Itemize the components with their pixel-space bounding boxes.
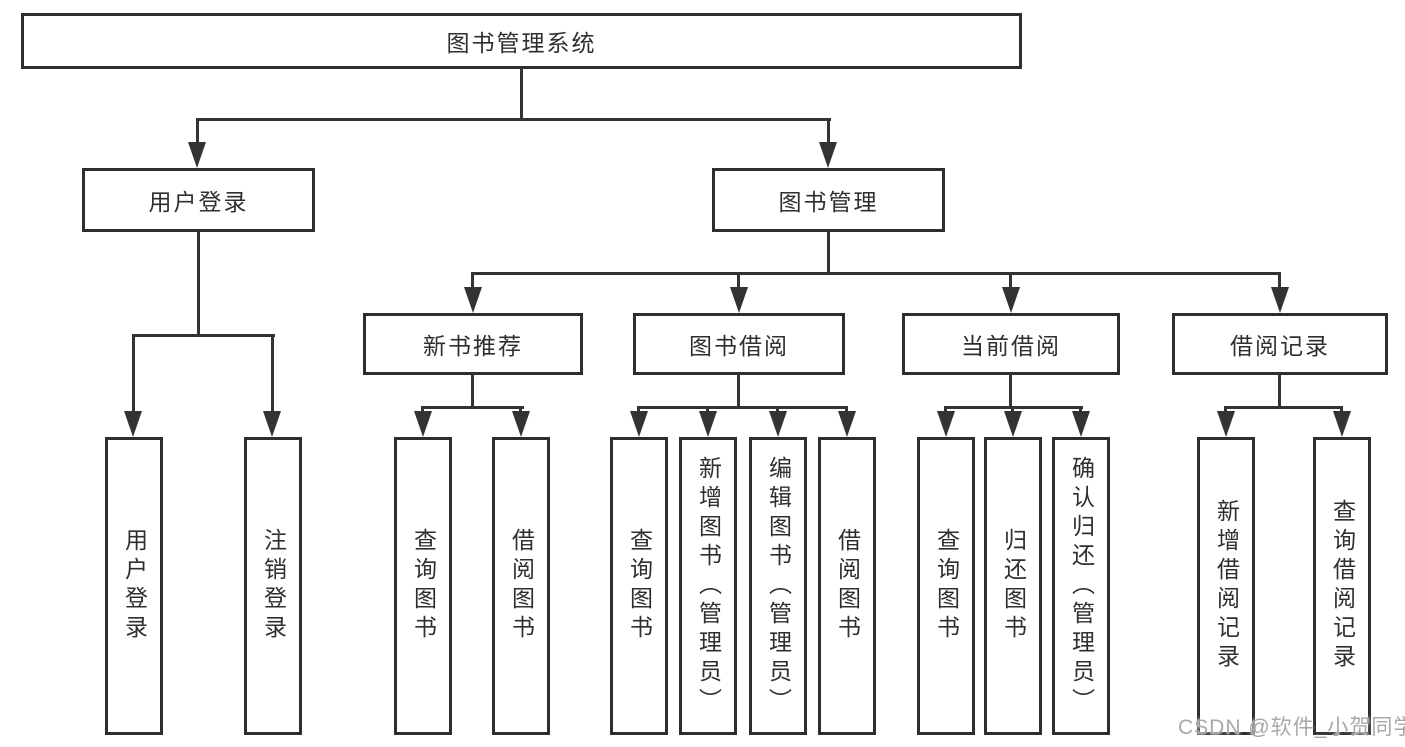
leaf-return-book-label: 归还图书 xyxy=(1000,528,1027,644)
arrow-down-icon xyxy=(819,142,837,168)
connector-line xyxy=(827,118,830,146)
node-book-borrowing-label: 图书借阅 xyxy=(689,333,789,359)
connector-line xyxy=(519,406,522,414)
arrow-down-icon xyxy=(1217,411,1235,437)
leaf-query-book-borrow-label: 查询图书 xyxy=(626,528,653,644)
connector-line xyxy=(637,406,848,409)
arrow-down-icon xyxy=(630,411,648,437)
leaf-edit-book-admin: 编辑图书（管理员） xyxy=(749,437,807,735)
leaf-borrow-book-recommend-label: 借阅图书 xyxy=(508,528,535,644)
arrow-down-icon xyxy=(1271,287,1289,313)
leaf-query-borrow-record: 查询借阅记录 xyxy=(1313,437,1371,735)
arrow-down-icon xyxy=(414,411,432,437)
connector-line xyxy=(706,406,709,414)
connector-line xyxy=(776,406,779,414)
node-current-borrowing-label: 当前借阅 xyxy=(961,333,1061,359)
arrow-down-icon xyxy=(769,411,787,437)
arrow-down-icon xyxy=(1333,411,1351,437)
connector-line xyxy=(196,118,199,146)
arrow-down-icon xyxy=(188,142,206,168)
leaf-query-book-current-label: 查询图书 xyxy=(933,528,960,644)
connector-line xyxy=(1009,373,1012,409)
arrow-down-icon xyxy=(1004,411,1022,437)
connector-line xyxy=(1011,406,1014,414)
connector-line xyxy=(132,334,135,414)
node-root-label: 图书管理系统 xyxy=(446,30,597,56)
leaf-borrow-book-label: 借阅图书 xyxy=(834,528,861,644)
connector-line xyxy=(737,272,740,289)
arrow-down-icon xyxy=(730,287,748,313)
node-root: 图书管理系统 xyxy=(21,13,1022,69)
leaf-edit-book-admin-label: 编辑图书（管理员） xyxy=(765,455,792,717)
leaf-query-book-recommend-label: 查询图书 xyxy=(410,528,437,644)
connector-line xyxy=(421,406,424,414)
leaf-add-book-admin: 新增图书（管理员） xyxy=(679,437,737,735)
arrow-down-icon xyxy=(263,411,281,437)
leaf-confirm-return-admin-label: 确认归还（管理员） xyxy=(1068,455,1095,717)
leaf-user-login-label: 用户登录 xyxy=(121,528,148,644)
connector-line xyxy=(1224,406,1343,409)
connector-line xyxy=(520,67,523,121)
connector-line xyxy=(271,334,274,414)
node-new-book-recommendation: 新书推荐 xyxy=(363,313,583,375)
connector-line xyxy=(1278,373,1281,409)
arrow-down-icon xyxy=(1002,287,1020,313)
connector-line xyxy=(471,373,474,409)
arrow-down-icon xyxy=(699,411,717,437)
leaf-query-book-recommend: 查询图书 xyxy=(394,437,452,735)
connector-line xyxy=(1224,406,1227,414)
connector-line xyxy=(1009,272,1012,289)
connector-line xyxy=(196,118,831,121)
arrow-down-icon xyxy=(124,411,142,437)
node-book-borrowing: 图书借阅 xyxy=(633,313,845,375)
node-book-management: 图书管理 xyxy=(712,168,945,232)
arrow-down-icon xyxy=(1072,411,1090,437)
connector-line xyxy=(197,230,200,336)
leaf-user-login: 用户登录 xyxy=(105,437,163,735)
node-borrowing-records-label: 借阅记录 xyxy=(1230,333,1330,359)
connector-line xyxy=(944,406,947,414)
node-user-login: 用户登录 xyxy=(82,168,315,232)
leaf-add-book-admin-label: 新增图书（管理员） xyxy=(695,455,722,717)
leaf-query-book-borrow: 查询图书 xyxy=(610,437,668,735)
connector-line xyxy=(132,334,275,337)
leaf-query-borrow-record-label: 查询借阅记录 xyxy=(1329,499,1356,673)
connector-line xyxy=(421,406,524,409)
arrow-down-icon xyxy=(464,287,482,313)
leaf-add-borrow-record-label: 新增借阅记录 xyxy=(1213,499,1240,673)
connector-line xyxy=(827,230,830,275)
connector-line xyxy=(637,406,640,414)
leaf-confirm-return-admin: 确认归还（管理员） xyxy=(1052,437,1110,735)
node-borrowing-records: 借阅记录 xyxy=(1172,313,1388,375)
connector-line xyxy=(471,272,1281,275)
leaf-borrow-book-recommend: 借阅图书 xyxy=(492,437,550,735)
connector-line xyxy=(737,373,740,409)
connector-line xyxy=(1079,406,1082,414)
csdn-watermark: CSDN @软件_小贺同学 xyxy=(1178,716,1405,739)
arrow-down-icon xyxy=(838,411,856,437)
arrow-down-icon xyxy=(512,411,530,437)
connector-line xyxy=(1340,406,1343,414)
connector-line xyxy=(1278,272,1281,289)
leaf-logout: 注销登录 xyxy=(244,437,302,735)
leaf-add-borrow-record: 新增借阅记录 xyxy=(1197,437,1255,735)
node-user-login-label: 用户登录 xyxy=(148,189,249,215)
connector-line xyxy=(471,272,474,289)
leaf-logout-label: 注销登录 xyxy=(260,528,287,644)
node-current-borrowing: 当前借阅 xyxy=(902,313,1120,375)
node-book-management-label: 图书管理 xyxy=(778,189,879,215)
arrow-down-icon xyxy=(937,411,955,437)
connector-line xyxy=(845,406,848,414)
leaf-borrow-book: 借阅图书 xyxy=(818,437,876,735)
leaf-query-book-current: 查询图书 xyxy=(917,437,975,735)
node-new-book-recommendation-label: 新书推荐 xyxy=(423,333,523,359)
leaf-return-book: 归还图书 xyxy=(984,437,1042,735)
